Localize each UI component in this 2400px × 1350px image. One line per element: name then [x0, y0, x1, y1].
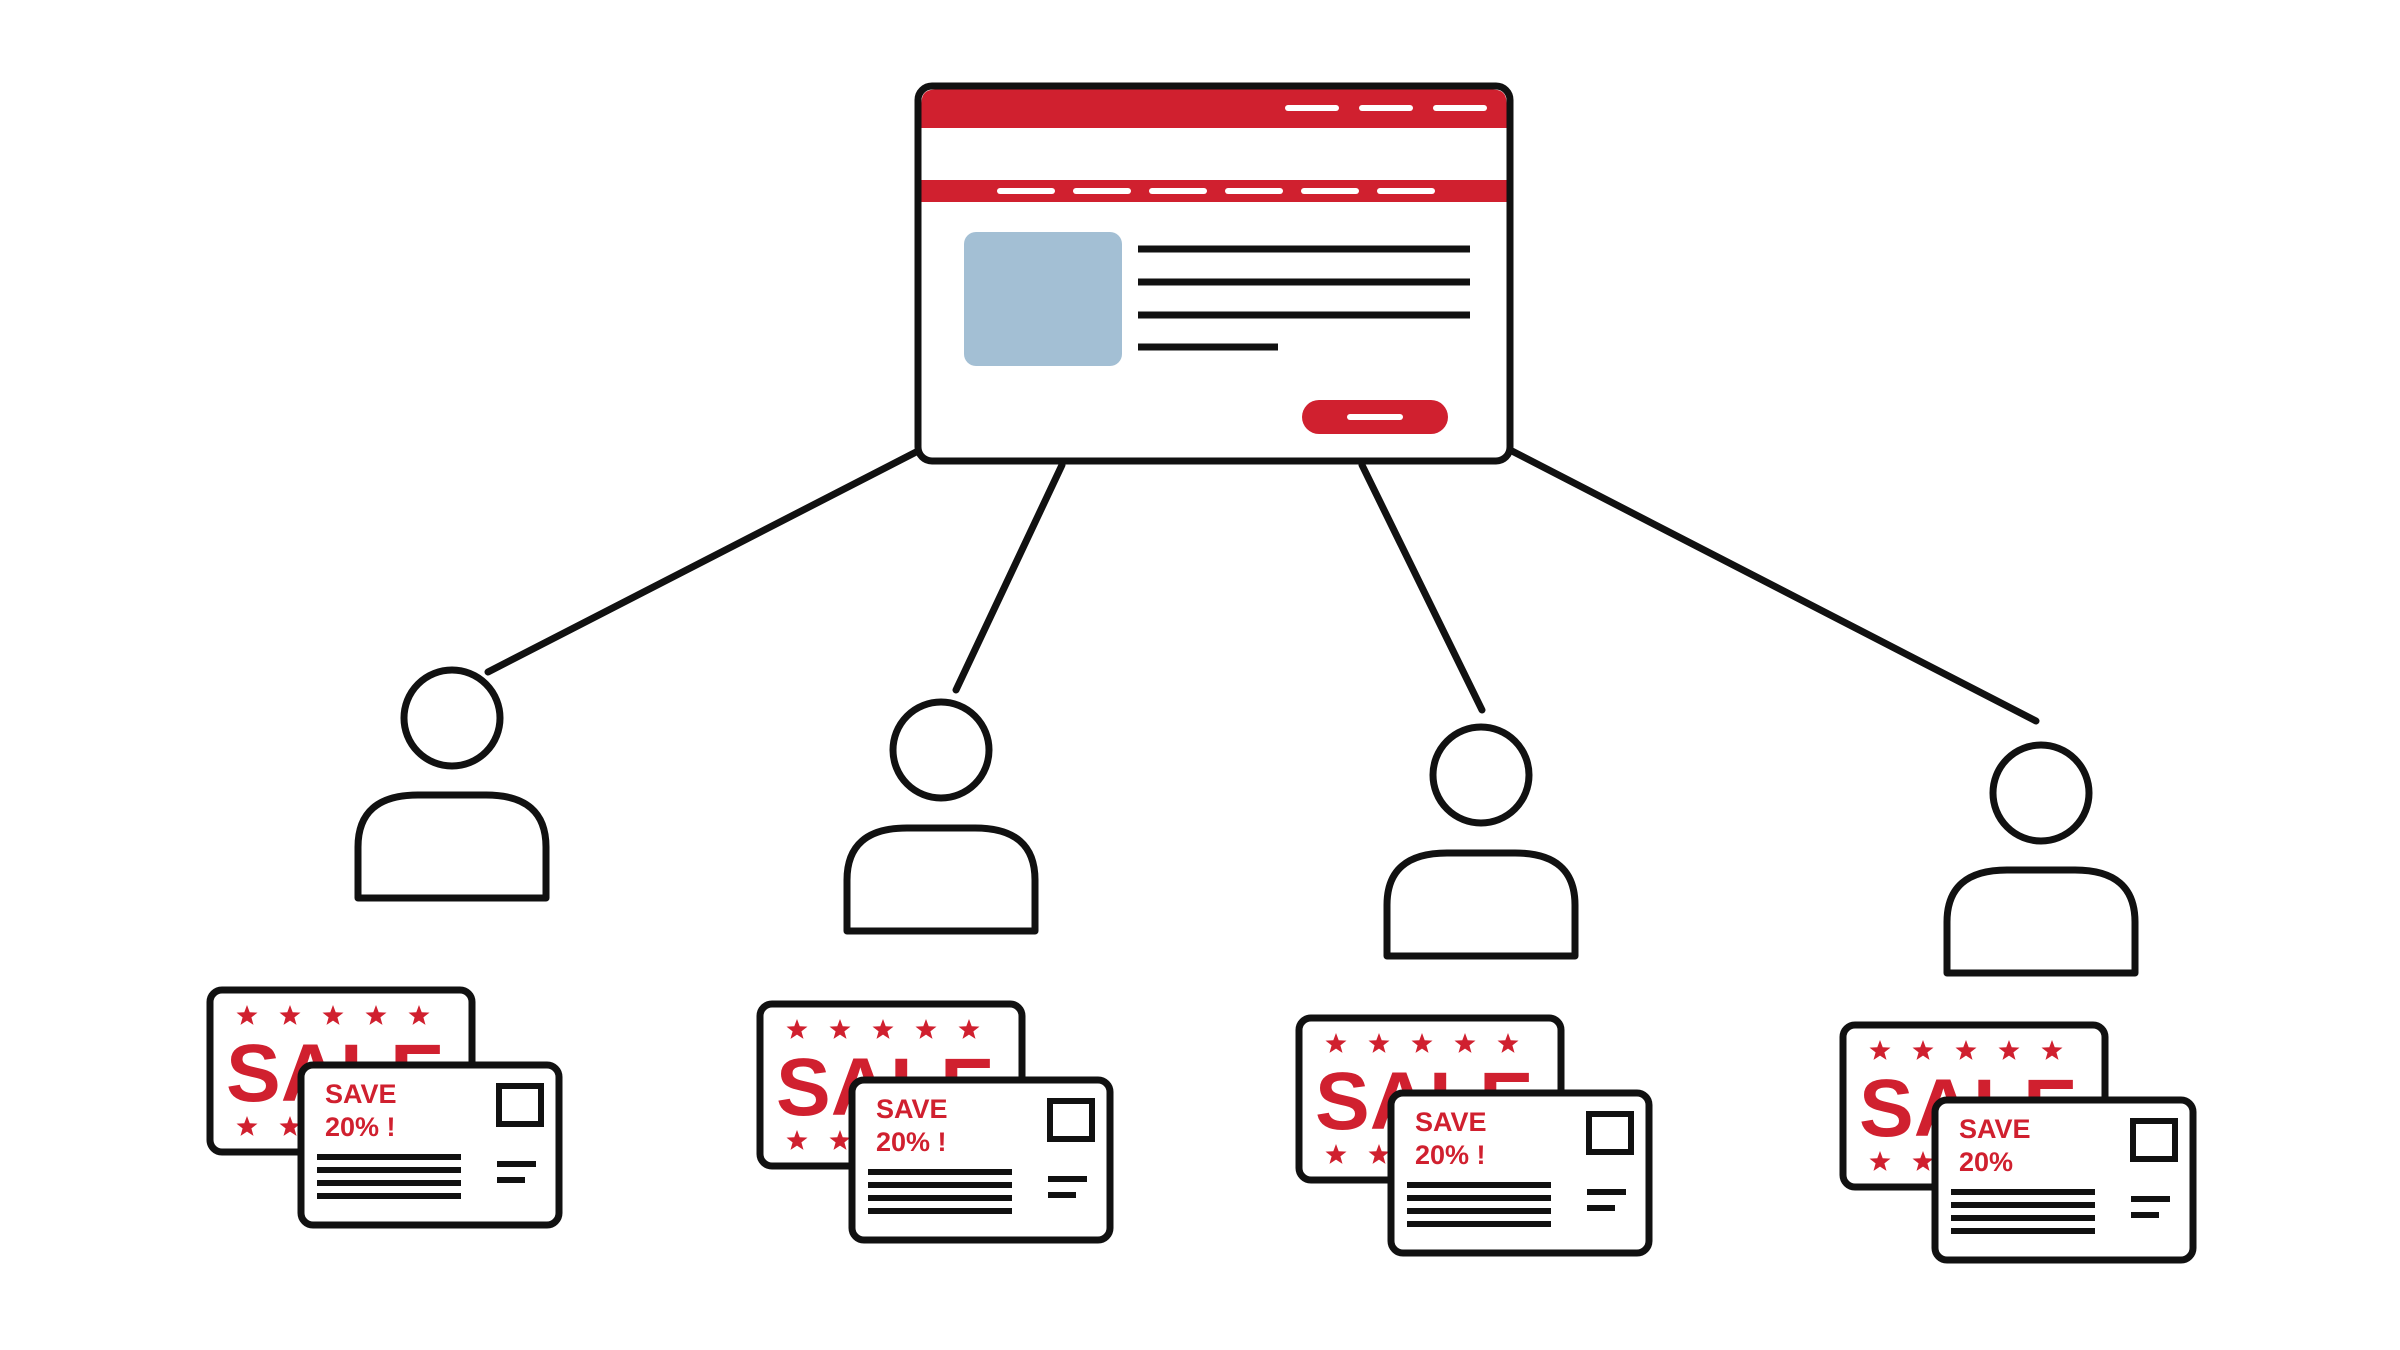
stamp-icon	[496, 1083, 544, 1127]
user-head	[889, 698, 993, 802]
user-head	[400, 666, 504, 770]
star-icon	[1368, 1033, 1390, 1053]
connector-line	[484, 446, 924, 676]
coupon-text-lines	[1951, 1189, 2170, 1234]
star-icon	[1998, 1040, 2020, 1060]
star-icon	[1869, 1040, 1891, 1060]
star-icon	[1454, 1033, 1476, 1053]
text-lines	[1138, 245, 1470, 351]
discount-label: 20% !	[325, 1112, 396, 1142]
connector-line	[1358, 461, 1486, 714]
stamp-icon	[1586, 1111, 1634, 1155]
connector-line	[952, 461, 1066, 694]
star-icon	[1912, 1040, 1934, 1060]
save-label: SAVE	[1415, 1107, 1487, 1137]
coupon-text-lines	[1407, 1182, 1626, 1227]
connector-line	[1506, 446, 2040, 725]
save-label: SAVE	[1959, 1114, 2031, 1144]
user-group: SALESAVE20%	[1839, 741, 2197, 1264]
star-icon	[1912, 1151, 1934, 1171]
star-icon	[1325, 1033, 1347, 1053]
star-icon	[236, 1005, 258, 1025]
connector-lines	[484, 446, 2040, 725]
user-head	[1429, 723, 1533, 827]
star-icon	[872, 1019, 894, 1039]
star-icon	[1325, 1144, 1347, 1164]
user-body	[354, 791, 550, 902]
star-icon	[322, 1005, 344, 1025]
star-icon	[786, 1130, 808, 1150]
star-icon	[915, 1019, 937, 1039]
users-layer: SALESAVE20% !SALESAVE20% !SALESAVE20% !S…	[206, 666, 2197, 1264]
user-icon	[1943, 741, 2139, 977]
user-icon	[1383, 723, 1579, 960]
star-icon	[829, 1130, 851, 1150]
star-icon	[786, 1019, 808, 1039]
user-icon	[354, 666, 550, 902]
user-group: SALESAVE20% !	[756, 698, 1114, 1244]
user-group: SALESAVE20% !	[1295, 723, 1653, 1257]
save-label: SAVE	[325, 1079, 397, 1109]
user-head	[1989, 741, 2093, 845]
star-icon	[829, 1019, 851, 1039]
star-icon	[408, 1005, 430, 1025]
user-group: SALESAVE20% !	[206, 666, 563, 1229]
user-body	[1943, 866, 2139, 977]
star-icon	[279, 1116, 301, 1136]
user-body	[843, 824, 1039, 935]
browser-top-bar	[921, 89, 1507, 128]
star-icon	[1869, 1151, 1891, 1171]
browser-window-frame	[914, 82, 1514, 465]
discount-label: 20% !	[876, 1127, 947, 1157]
discount-label: 20% !	[1415, 1140, 1486, 1170]
user-icon	[843, 698, 1039, 935]
stamp-icon	[2130, 1118, 2178, 1162]
coupon-text-lines	[868, 1169, 1087, 1214]
star-icon	[1955, 1040, 1977, 1060]
image-placeholder	[964, 232, 1122, 366]
browser-nav-bar	[921, 180, 1507, 202]
user-body	[1383, 849, 1579, 960]
star-icon	[365, 1005, 387, 1025]
star-icon	[1368, 1144, 1390, 1164]
save-label: SAVE	[876, 1094, 948, 1124]
star-icon	[1411, 1033, 1433, 1053]
stamp-icon	[1047, 1098, 1095, 1142]
star-icon	[1497, 1033, 1519, 1053]
star-icon	[279, 1005, 301, 1025]
coupon-text-lines	[317, 1154, 536, 1199]
star-icon	[2041, 1040, 2063, 1060]
star-icon	[958, 1019, 980, 1039]
webpage-mockup-icon	[914, 82, 1514, 465]
star-icon	[236, 1116, 258, 1136]
discount-label: 20%	[1959, 1147, 2013, 1177]
